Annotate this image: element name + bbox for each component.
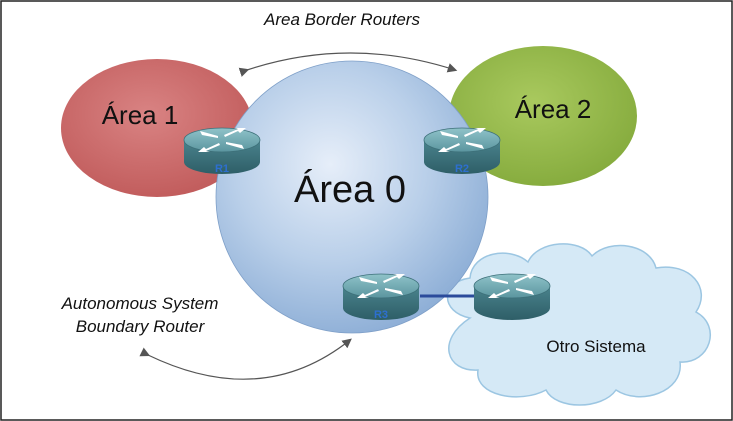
router-r3-icon: R3 — [342, 273, 420, 321]
router-external-icon — [473, 273, 551, 321]
area0-label: Área 0 — [294, 168, 406, 211]
router-r2-icon: R2 — [423, 127, 501, 175]
router-r1-label: R1 — [215, 163, 229, 175]
abr-curved-arrow — [238, 52, 458, 77]
router-r2-label: R2 — [455, 163, 469, 175]
router-r3-label: R3 — [374, 309, 388, 321]
area0-region — [215, 60, 489, 334]
area1-label: Área 1 — [102, 100, 179, 130]
asbr-curved-arrow — [139, 338, 352, 380]
asbr-label-line1: Autonomous System — [61, 294, 219, 313]
other-system-cloud — [446, 243, 711, 406]
router-r1-icon: R1 — [183, 127, 261, 175]
asbr-label-line2: Boundary Router — [76, 317, 206, 336]
area-border-routers-label: Area Border Routers — [263, 10, 420, 29]
other-system-label: Otro Sistema — [546, 337, 646, 356]
area2-label: Área 2 — [515, 94, 592, 124]
